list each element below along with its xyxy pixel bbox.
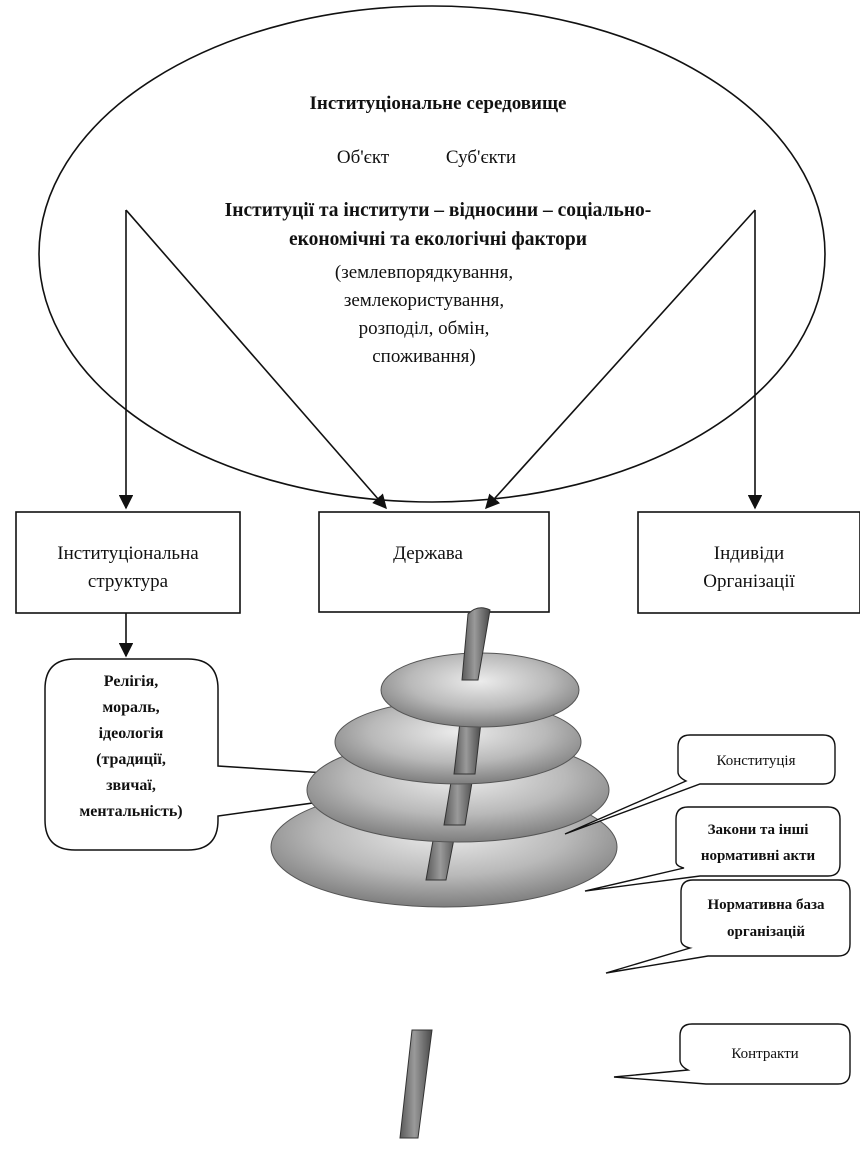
box-institutional-structure (15, 511, 241, 614)
religion-callout (44, 658, 467, 851)
box-state (318, 511, 550, 613)
activity-line-3: розподіл, обмін, (359, 318, 490, 339)
relations-line-1: Інституції та інститути – відносини – со… (225, 200, 652, 221)
subjects-label: Суб'єкти (446, 147, 516, 168)
activity-line-2: землекористування, (344, 290, 504, 311)
arrow-right-to-state (485, 209, 756, 510)
rod-top (461, 607, 491, 681)
box-individuals-line-2: Організації (703, 571, 795, 592)
religion-line-2: мораль, (102, 699, 159, 716)
environment-ellipse (38, 5, 826, 503)
laws-callout (584, 806, 841, 892)
contracts-callout (613, 1023, 851, 1085)
hierarchy-stack (270, 607, 618, 1139)
box-structure-line-1: Інституціональна (57, 543, 199, 564)
activity-line-4: споживання) (372, 346, 475, 367)
org-base-line-1: Нормативна база (707, 897, 825, 913)
relations-line-2: економічні та екологічні фактори (289, 229, 587, 250)
religion-line-5: звичаї, (106, 777, 156, 794)
laws-line-1: Закони та інші (708, 822, 809, 838)
contracts-label: Контракти (731, 1046, 798, 1062)
constitution-callout (564, 734, 836, 835)
rod-bottom (399, 1029, 433, 1139)
box-individuals-line-1: Індивіди (714, 543, 784, 564)
org-base-line-2: організацій (727, 924, 805, 940)
environment-arrows (118, 209, 763, 510)
box-structure-line-2: структура (88, 571, 169, 592)
activity-line-1: (землевпорядкування, (335, 262, 513, 283)
org-base-callout (605, 879, 851, 974)
religion-line-4: (традиції, (96, 751, 166, 768)
box-state-label: Держава (393, 543, 463, 564)
laws-line-2: нормативні акти (701, 848, 816, 864)
religion-line-3: ідеологія (99, 725, 164, 742)
object-label: Об'єкт (337, 147, 390, 168)
environment-title: Інституціональне середовище (310, 93, 567, 114)
religion-line-1: Релігія, (104, 673, 158, 690)
box-individuals-organizations (637, 511, 860, 614)
religion-line-6: ментальність) (79, 803, 182, 820)
constitution-label: Конституція (717, 753, 796, 769)
arrow-left-to-state (125, 209, 387, 510)
